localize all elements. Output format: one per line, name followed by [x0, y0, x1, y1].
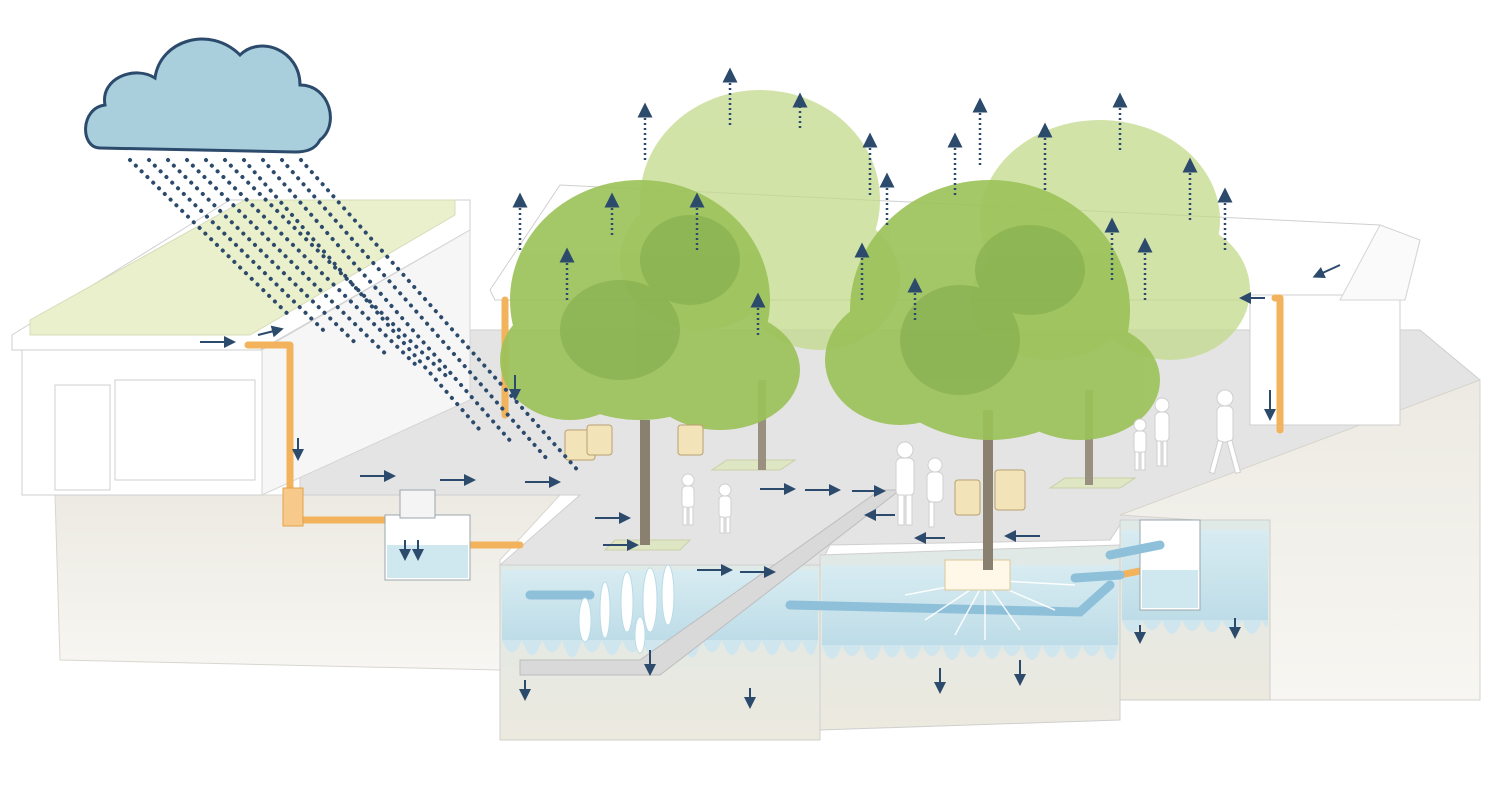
rain-icon — [128, 158, 580, 472]
tree-pit — [944, 559, 1011, 591]
rain-streak — [204, 158, 421, 370]
person-icon — [681, 389, 1242, 534]
left-building — [11, 199, 471, 496]
rain-streak — [280, 158, 548, 460]
infiltration-arrow-icon — [292, 375, 1276, 709]
surface-runoff-arrow-icon — [200, 264, 1341, 578]
rain-streak — [147, 158, 326, 333]
infiltration-pipes — [525, 540, 1165, 617]
rain-streak — [185, 158, 389, 358]
rain-streak — [242, 158, 484, 435]
evapotranspiration-arrow-icon — [512, 67, 1233, 335]
rain-streak — [128, 158, 294, 320]
rain-streak — [261, 158, 516, 447]
bench-icon — [564, 424, 1026, 516]
tree-root-system — [904, 579, 1076, 640]
green-roof — [29, 199, 456, 336]
runoff-arrow — [1312, 264, 1341, 278]
water-fountain-icon — [578, 564, 675, 654]
tree-icon — [500, 90, 1250, 570]
rain-streak — [166, 158, 357, 345]
runoff-arrow — [257, 325, 284, 338]
storage-chamber — [1139, 519, 1201, 611]
rain-cloud-icon — [84, 37, 332, 154]
